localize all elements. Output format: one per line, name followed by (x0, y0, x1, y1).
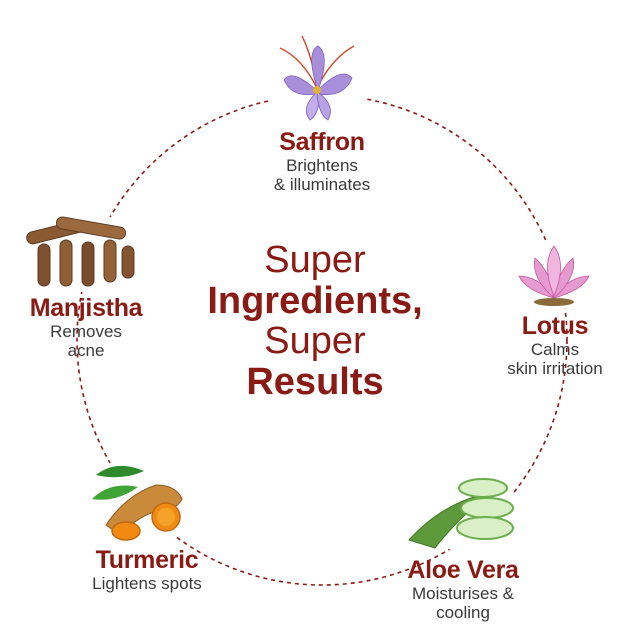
ingredient-desc-line-2: cooling (436, 603, 490, 623)
headline-line-3: Super (264, 320, 366, 363)
headline-line-4: Results (246, 360, 384, 403)
ingredient-desc-line-1: Removes (50, 322, 122, 341)
lotus-flower-icon (515, 240, 593, 310)
ingredient-manjistha: Manjistha Removes acne (16, 294, 156, 360)
ingredient-desc-line-1: Lightens spots (92, 574, 202, 593)
ingredient-name: Aloe Vera (407, 556, 519, 584)
ingredient-desc-line-1: Brightens (286, 156, 358, 175)
headline-line-1: Super (264, 239, 366, 281)
ingredient-name: Manjistha (29, 294, 143, 322)
ingredient-saffron: Saffron Brightens & illuminates (262, 128, 382, 194)
ingredient-aloe-vera: Aloe Vera Moisturises & cooling (400, 556, 526, 622)
ingredient-desc-line-2: & illuminates (273, 175, 371, 195)
aloe-vera-icon (405, 470, 517, 550)
ingredient-desc-line-1: Calms (530, 340, 580, 359)
headline-line-2: Ingredients, (207, 279, 423, 322)
turmeric-root-icon (86, 455, 198, 543)
headline: Super Ingredients, Super Results (170, 240, 460, 403)
ingredient-name: Saffron (279, 128, 365, 156)
ingredient-turmeric: Turmeric Lightens spots (72, 546, 222, 593)
saffron-flower-icon (263, 32, 371, 128)
manjistha-roots-icon (20, 212, 142, 292)
ingredient-lotus: Lotus Calms skin irritation (492, 312, 618, 378)
ingredient-desc-line-2: skin irritation (507, 359, 603, 379)
ingredient-name: Turmeric (95, 546, 199, 574)
ingredient-desc-line-2: acne (67, 341, 105, 361)
ingredient-desc-line-1: Moisturises & (411, 584, 515, 603)
ingredient-name: Lotus (521, 312, 589, 340)
